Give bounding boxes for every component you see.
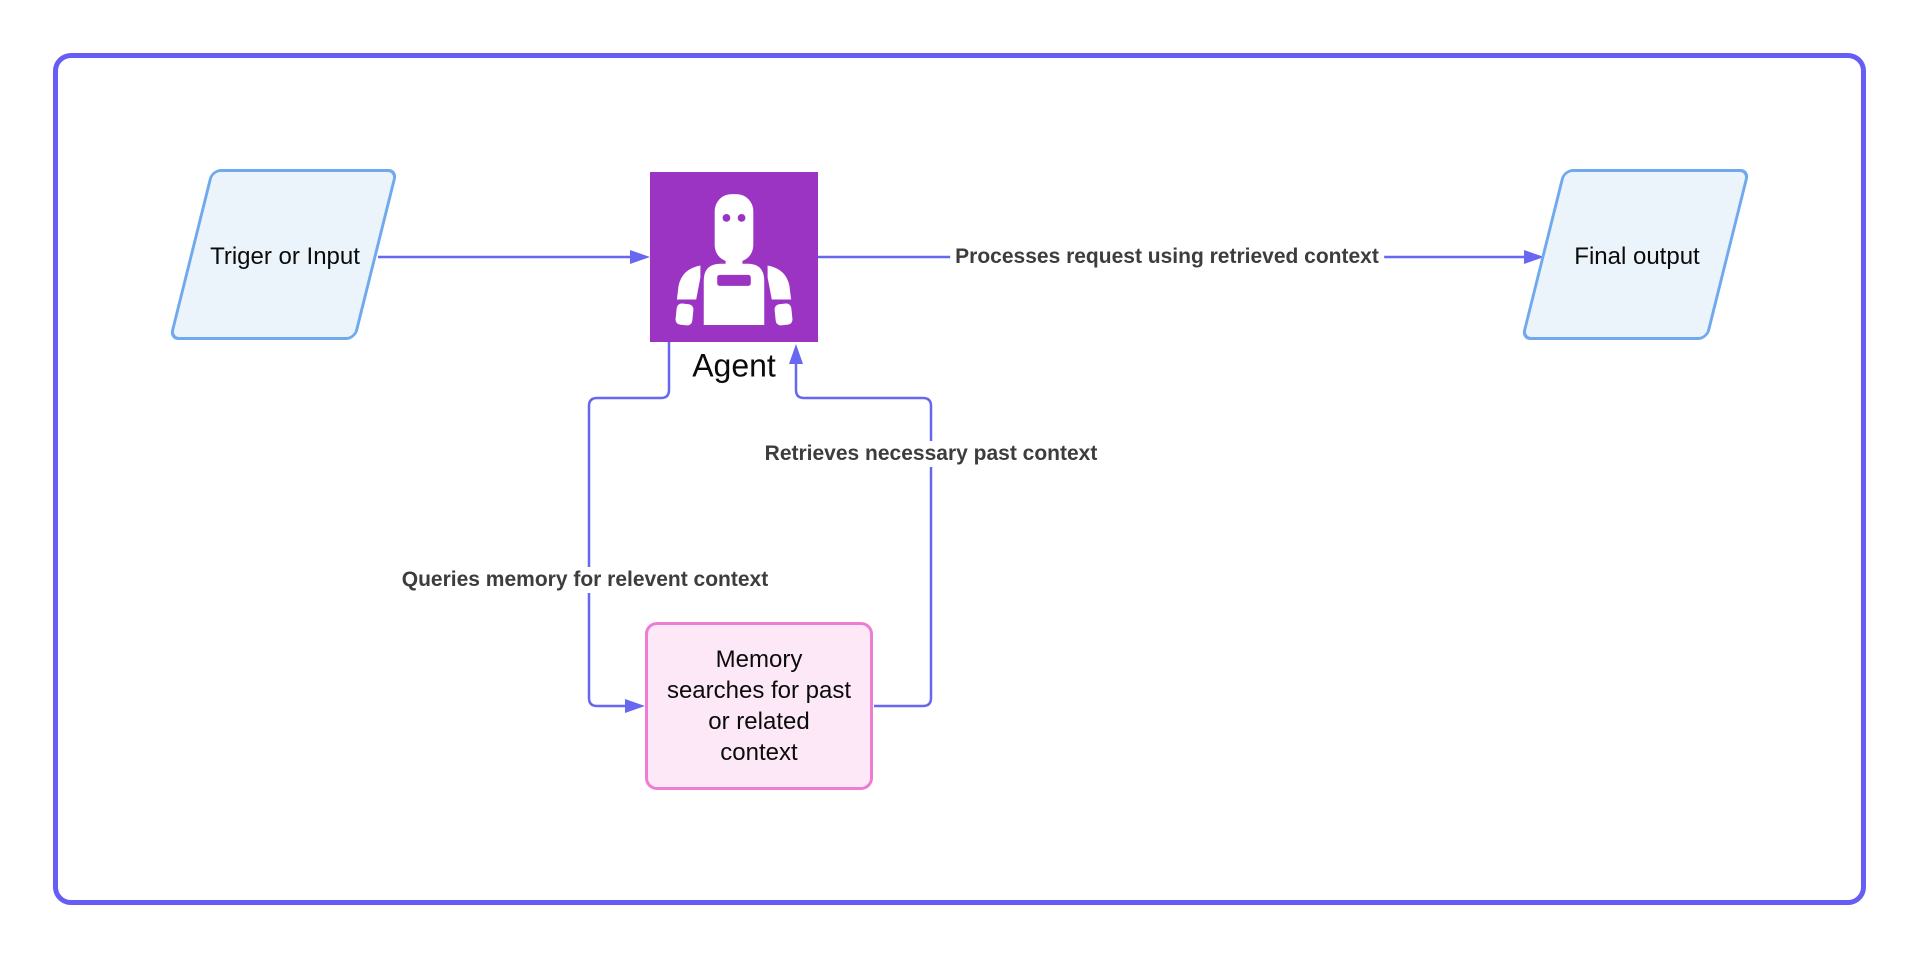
node-memory[interactable]: Memory searches for past or related cont… xyxy=(645,622,873,790)
node-memory-label-line: Memory xyxy=(715,646,803,673)
node-memory-label-line: or related xyxy=(708,708,810,735)
edge-label-queries-memory: Queries memory for relevent context xyxy=(396,567,774,593)
edge-label-processes-request: Processes request using retrieved contex… xyxy=(950,244,1384,270)
edge-label-retrieves-context: Retrieves necessary past context xyxy=(759,441,1103,467)
node-memory-label-line: context xyxy=(720,739,798,766)
node-agent-label: Agent xyxy=(692,347,776,384)
node-trigger-input-label: Triger or Input xyxy=(210,243,360,270)
node-memory-label-line: searches for past xyxy=(666,677,852,704)
robot-icon xyxy=(675,194,793,326)
node-agent[interactable] xyxy=(650,172,818,342)
node-final-output-label: Final output xyxy=(1574,243,1700,270)
